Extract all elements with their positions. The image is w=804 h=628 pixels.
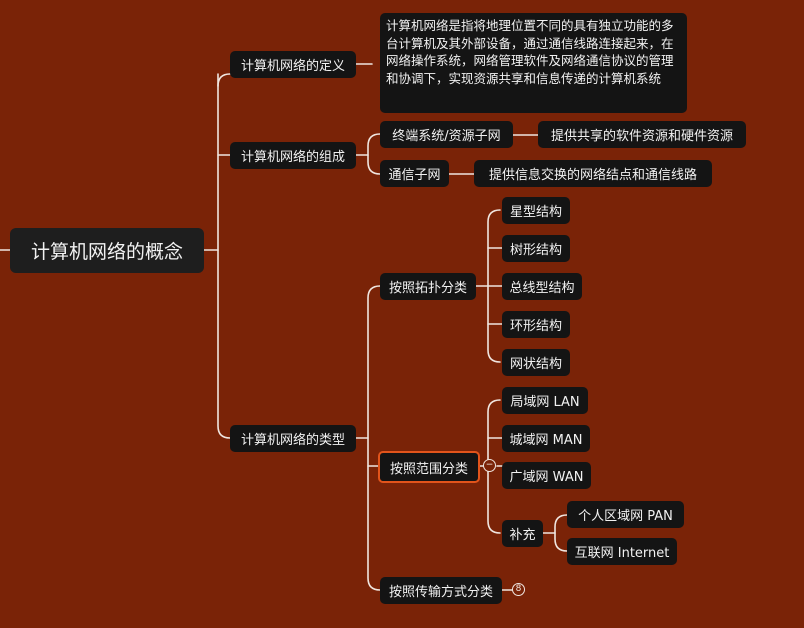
node-man[interactable]: 城域网 MAN <box>502 425 590 452</box>
node-transmission[interactable]: 按照传输方式分类 <box>380 577 502 604</box>
node-resource-subnet-desc[interactable]: 提供共享的软件资源和硬件资源 <box>538 121 746 148</box>
node-tree[interactable]: 树形结构 <box>502 235 570 262</box>
node-communication-subnet-desc[interactable]: 提供信息交换的网络结点和通信线路 <box>474 160 712 187</box>
node-star[interactable]: 星型结构 <box>502 197 570 224</box>
node-ring[interactable]: 环形结构 <box>502 311 570 338</box>
expand-count-icon[interactable]: 8 <box>512 583 525 596</box>
root-node[interactable]: 计算机网络的概念 <box>10 228 204 273</box>
definition-description: 计算机网络是指将地理位置不同的具有独立功能的多台计算机及其外部设备，通过通信线路… <box>380 13 687 113</box>
node-supplement[interactable]: 补充 <box>502 520 543 547</box>
collapse-icon[interactable]: − <box>483 459 496 472</box>
node-lan[interactable]: 局域网 LAN <box>502 387 588 414</box>
node-topology[interactable]: 按照拓扑分类 <box>380 273 476 300</box>
node-wan[interactable]: 广域网 WAN <box>502 462 591 489</box>
node-mesh[interactable]: 网状结构 <box>502 349 570 376</box>
node-communication-subnet[interactable]: 通信子网 <box>380 160 449 187</box>
node-composition[interactable]: 计算机网络的组成 <box>230 142 356 169</box>
node-bus[interactable]: 总线型结构 <box>502 273 582 300</box>
node-internet[interactable]: 互联网 Internet <box>567 538 677 565</box>
node-types[interactable]: 计算机网络的类型 <box>230 425 356 452</box>
node-definition[interactable]: 计算机网络的定义 <box>230 51 356 78</box>
node-resource-subnet[interactable]: 终端系统/资源子网 <box>380 121 513 148</box>
node-pan[interactable]: 个人区域网 PAN <box>567 501 684 528</box>
node-range[interactable]: 按照范围分类 <box>378 451 480 483</box>
